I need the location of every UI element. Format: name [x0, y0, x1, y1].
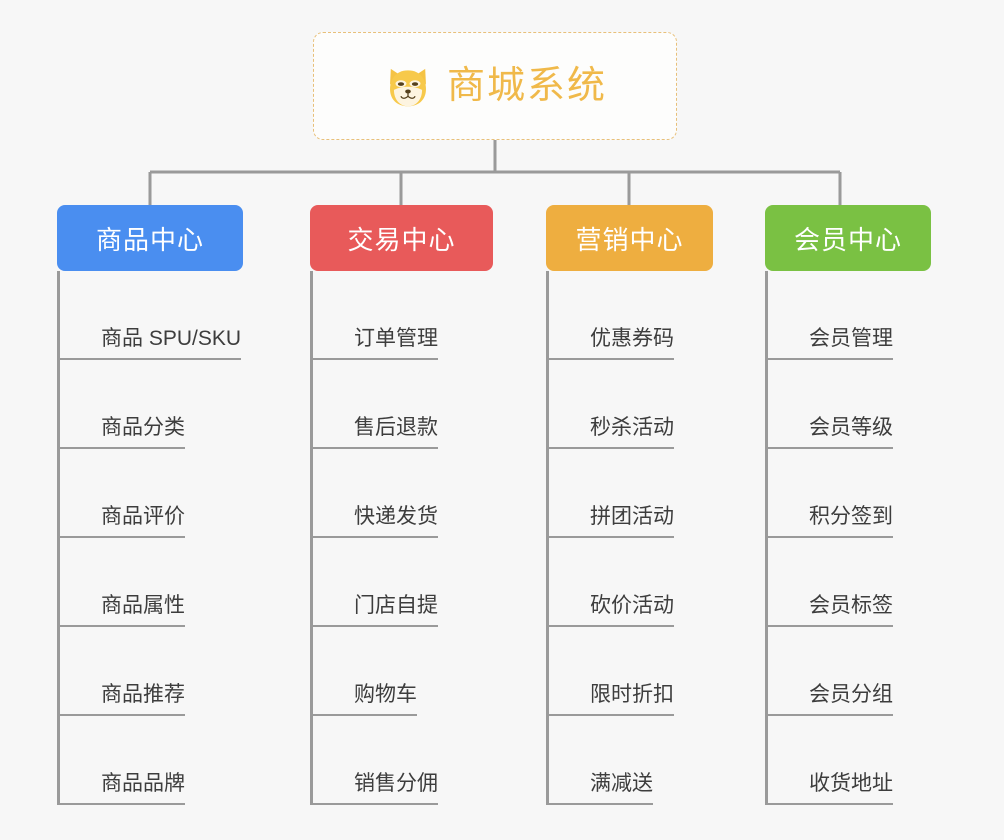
leaf-label: 会员分组 — [809, 684, 893, 716]
branch-header-shangpin[interactable]: 商品中心 — [57, 205, 243, 271]
leaf-item[interactable]: 秒杀活动 — [546, 360, 846, 449]
leaf-item[interactable]: 优惠券码 — [546, 271, 846, 360]
leaf-item[interactable]: 收货地址 — [765, 716, 1004, 805]
leaf-label: 限时折扣 — [590, 684, 674, 716]
leaf-connector — [765, 625, 809, 627]
leaf-connector — [57, 803, 101, 805]
branch-header-jiaoyi[interactable]: 交易中心 — [310, 205, 493, 271]
leaf-list: 订单管理 售后退款 快递发货 门店自提 购物车 销售分佣 — [310, 271, 610, 805]
leaf-connector — [310, 358, 354, 360]
leaf-connector — [765, 447, 809, 449]
leaf-label: 满减送 — [590, 773, 653, 805]
leaf-label: 购物车 — [354, 684, 417, 716]
leaf-connector — [765, 358, 809, 360]
leaf-label: 积分签到 — [809, 506, 893, 538]
leaf-connector — [546, 625, 590, 627]
branch-spine — [546, 271, 549, 805]
leaf-label: 会员管理 — [809, 328, 893, 360]
leaf-connector — [765, 536, 809, 538]
leaf-label: 商品品牌 — [101, 773, 185, 805]
leaf-item[interactable]: 会员分组 — [765, 627, 1004, 716]
leaf-connector — [310, 803, 354, 805]
branch-spine — [765, 271, 768, 805]
leaf-label: 售后退款 — [354, 417, 438, 449]
leaf-item[interactable]: 砍价活动 — [546, 538, 846, 627]
shiba-dog-face-icon — [390, 68, 426, 107]
leaf-label: 订单管理 — [354, 328, 438, 360]
leaf-item[interactable]: 商品 SPU/SKU — [57, 271, 357, 360]
leaf-label: 快递发货 — [354, 506, 438, 538]
leaf-item[interactable]: 快递发货 — [310, 449, 610, 538]
leaf-connector — [765, 803, 809, 805]
leaf-connector — [57, 447, 101, 449]
branch-header-huiyuan[interactable]: 会员中心 — [765, 205, 931, 271]
leaf-item[interactable]: 商品属性 — [57, 538, 357, 627]
leaf-connector — [57, 358, 101, 360]
leaf-list: 优惠券码 秒杀活动 拼团活动 砍价活动 限时折扣 满减送 — [546, 271, 846, 805]
leaf-label: 会员等级 — [809, 417, 893, 449]
leaf-connector — [765, 714, 809, 716]
leaf-item[interactable]: 会员等级 — [765, 360, 1004, 449]
leaf-label: 秒杀活动 — [590, 417, 674, 449]
leaf-item[interactable]: 购物车 — [310, 627, 610, 716]
leaf-label: 优惠券码 — [590, 328, 674, 360]
leaf-label: 商品 SPU/SKU — [101, 328, 242, 360]
leaf-connector — [57, 536, 101, 538]
leaf-item[interactable]: 商品推荐 — [57, 627, 357, 716]
branch-column-shangpin: 商品中心 商品 SPU/SKU 商品分类 商品评价 商品属性 商品推荐 — [57, 205, 357, 805]
leaf-connector — [546, 803, 590, 805]
leaf-connector — [546, 358, 590, 360]
leaf-label: 商品属性 — [101, 595, 185, 627]
leaf-connector — [57, 714, 101, 716]
leaf-label: 商品推荐 — [101, 684, 185, 716]
leaf-item[interactable]: 满减送 — [546, 716, 846, 805]
leaf-list: 商品 SPU/SKU 商品分类 商品评价 商品属性 商品推荐 商品品牌 — [57, 271, 357, 805]
leaf-item[interactable]: 会员标签 — [765, 538, 1004, 627]
leaf-item[interactable]: 拼团活动 — [546, 449, 846, 538]
leaf-label: 收货地址 — [809, 773, 893, 805]
leaf-connector — [310, 625, 354, 627]
leaf-label: 门店自提 — [354, 595, 438, 627]
leaf-item[interactable]: 销售分佣 — [310, 716, 610, 805]
leaf-item[interactable]: 限时折扣 — [546, 627, 846, 716]
leaf-connector — [57, 625, 101, 627]
leaf-label: 会员标签 — [809, 595, 893, 627]
branch-column-yingxiao: 营销中心 优惠券码 秒杀活动 拼团活动 砍价活动 限时折扣 — [546, 205, 846, 805]
branch-column-huiyuan: 会员中心 会员管理 会员等级 积分签到 会员标签 会员分组 — [765, 205, 1004, 805]
leaf-connector — [310, 536, 354, 538]
leaf-connector — [310, 447, 354, 449]
leaf-label: 销售分佣 — [354, 773, 438, 805]
leaf-item[interactable]: 商品品牌 — [57, 716, 357, 805]
leaf-connector — [546, 447, 590, 449]
leaf-item[interactable]: 售后退款 — [310, 360, 610, 449]
leaf-connector — [546, 536, 590, 538]
leaf-item[interactable]: 商品评价 — [57, 449, 357, 538]
leaf-item[interactable]: 订单管理 — [310, 271, 610, 360]
branch-column-jiaoyi: 交易中心 订单管理 售后退款 快递发货 门店自提 购物车 — [310, 205, 610, 805]
root-title: 商城系统 — [446, 65, 607, 107]
leaf-list: 会员管理 会员等级 积分签到 会员标签 会员分组 收货地址 — [765, 271, 1004, 805]
leaf-item[interactable]: 商品分类 — [57, 360, 357, 449]
leaf-item[interactable]: 积分签到 — [765, 449, 1004, 538]
leaf-label: 商品分类 — [101, 417, 185, 449]
leaf-label: 砍价活动 — [590, 595, 674, 627]
branch-header-yingxiao[interactable]: 营销中心 — [546, 205, 713, 271]
leaf-item[interactable]: 门店自提 — [310, 538, 610, 627]
leaf-label: 商品评价 — [101, 506, 185, 538]
branch-spine — [310, 271, 313, 805]
leaf-connector — [546, 714, 590, 716]
leaf-label: 拼团活动 — [590, 506, 674, 538]
root-node[interactable]: 商城系统 — [313, 32, 677, 140]
leaf-connector — [310, 714, 354, 716]
branch-spine — [57, 271, 60, 805]
leaf-item[interactable]: 会员管理 — [765, 271, 1004, 360]
